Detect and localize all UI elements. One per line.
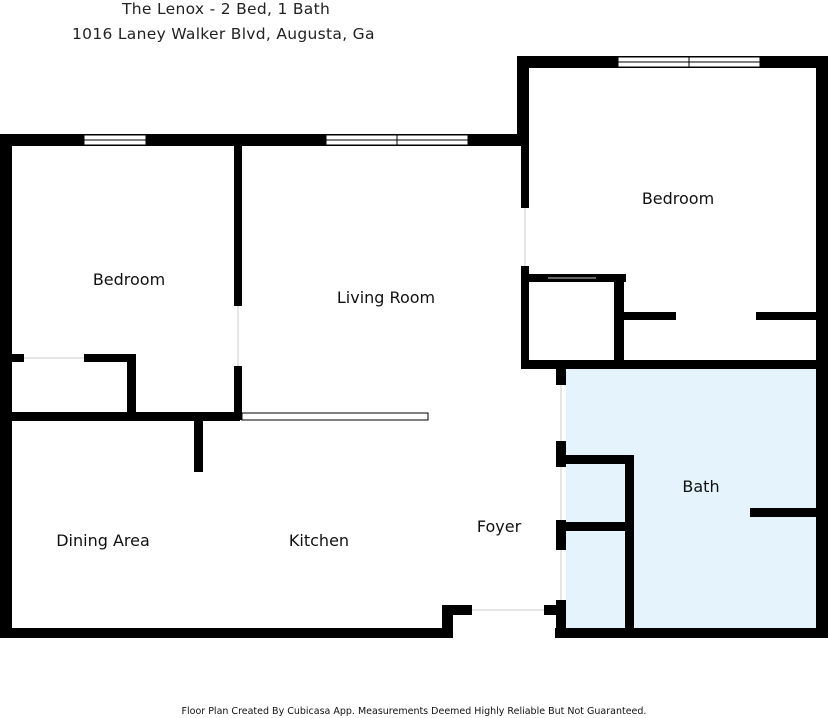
floor-plan: Bedroom Bedroom Living Room Dining Area … (0, 56, 828, 638)
room-label-living-room: Living Room (337, 288, 435, 307)
room-label-bedroom-right: Bedroom (642, 189, 714, 208)
plan-address: 1016 Laney Walker Blvd, Augusta, Ga (72, 25, 375, 43)
footer-disclaimer: Floor Plan Created By Cubicasa App. Meas… (181, 706, 647, 717)
room-label-dining-area: Dining Area (56, 531, 150, 550)
plan-title: The Lenox - 2 Bed, 1 Bath (122, 0, 331, 18)
windows (83, 56, 761, 146)
kitchen-counter (241, 412, 429, 421)
room-label-bedroom-left: Bedroom (93, 270, 165, 289)
room-label-bath: Bath (682, 477, 719, 496)
door-openings (24, 208, 596, 611)
bath-area (566, 367, 820, 631)
room-label-kitchen: Kitchen (289, 531, 349, 550)
room-label-foyer: Foyer (477, 517, 522, 536)
